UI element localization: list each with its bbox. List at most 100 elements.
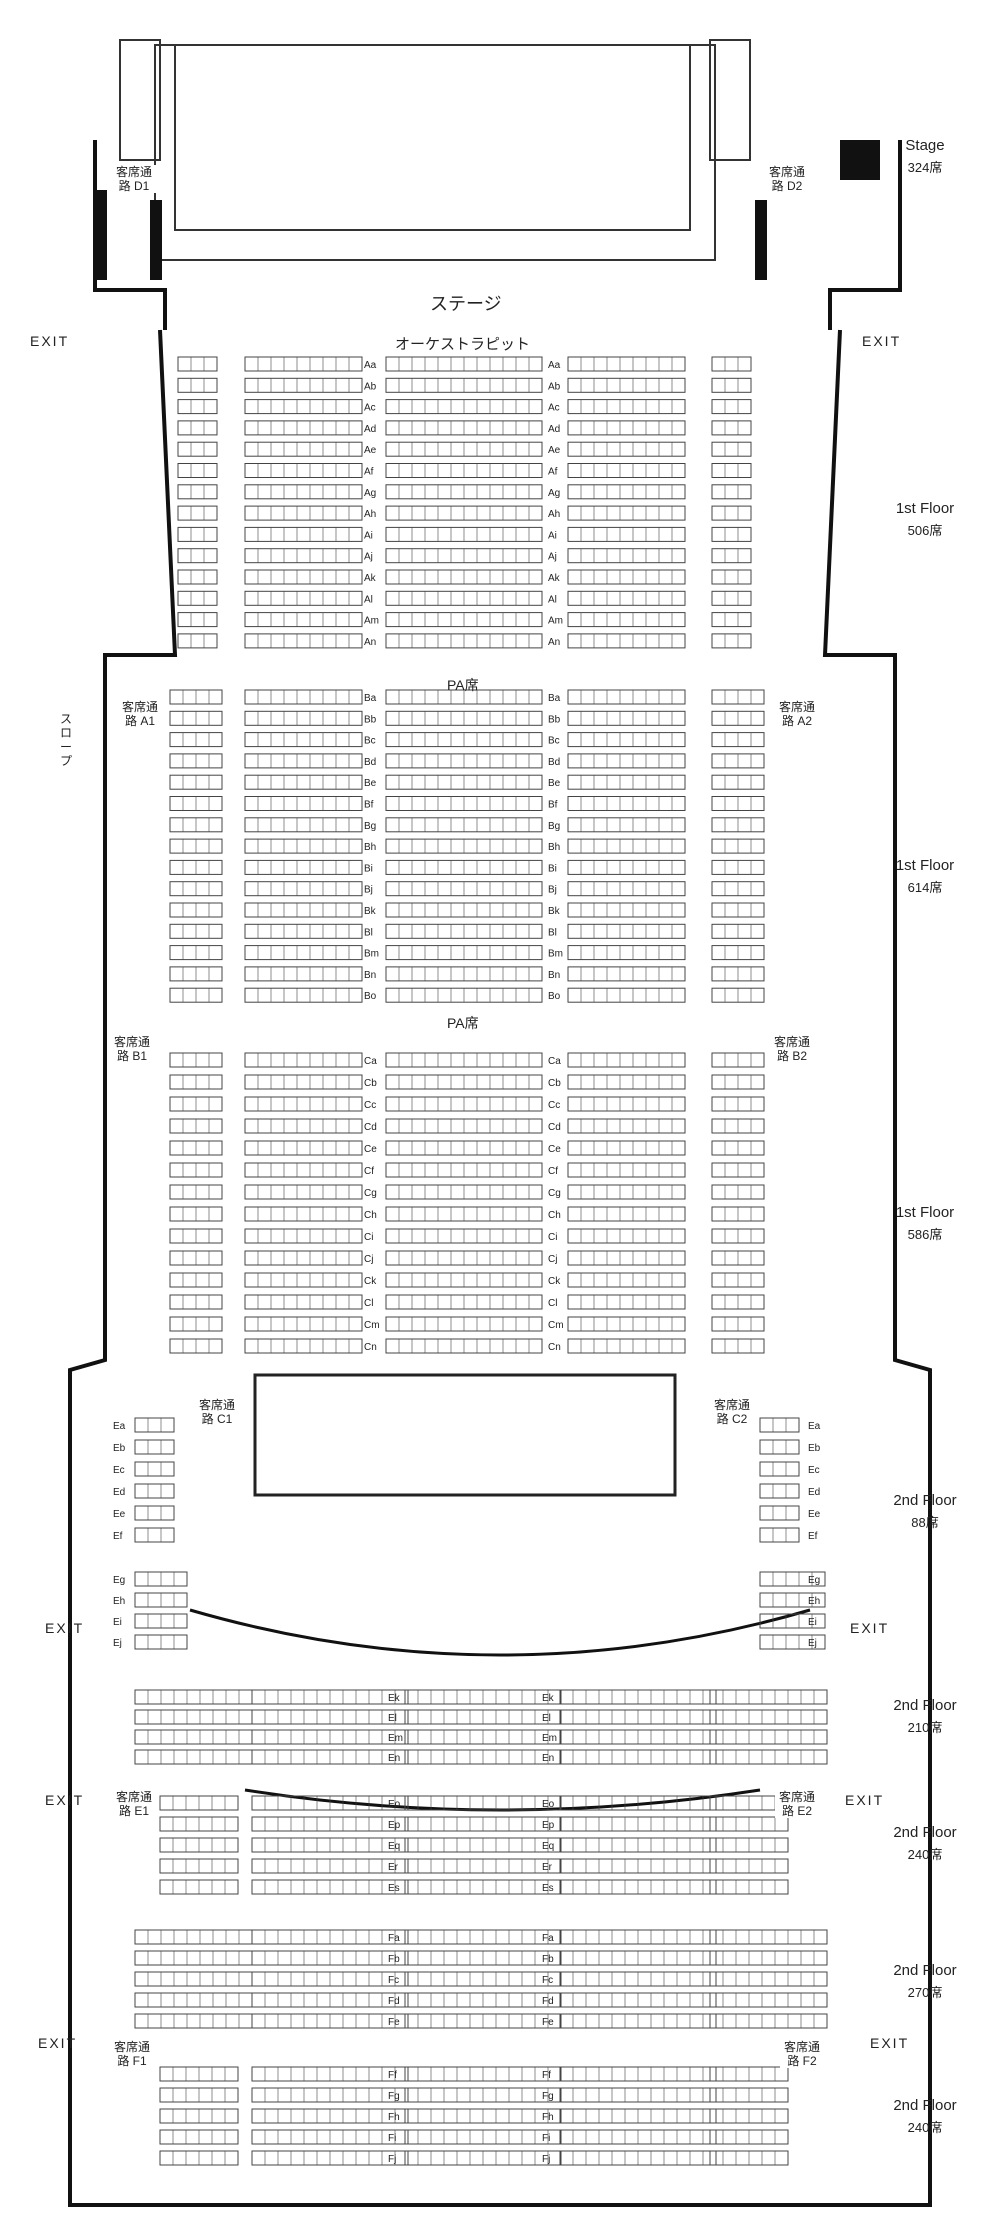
seat-block	[567, 463, 686, 478]
seat-block	[567, 420, 686, 436]
row-label: Ep	[388, 1820, 401, 1831]
row-label: Eq	[388, 1841, 400, 1852]
seat-block	[177, 505, 218, 521]
section-floor: Stage	[905, 137, 945, 154]
exit-sign-right-1: EXIT	[862, 333, 902, 349]
orchestra-pit-label: オーケストラピット	[395, 336, 531, 353]
row-label: Fi	[542, 2133, 550, 2144]
exit-sign-left-1: EXIT	[30, 333, 70, 349]
seat-block	[567, 1294, 686, 1310]
seat-block	[567, 612, 686, 628]
row-label: Cg	[548, 1188, 561, 1199]
row-label: Ce	[548, 1144, 561, 1155]
seat-block	[177, 377, 218, 393]
row-label: Al	[364, 594, 373, 605]
row-label: Bo	[548, 991, 561, 1002]
seat-block	[244, 1316, 363, 1332]
seat-block	[244, 548, 363, 564]
seat-block	[244, 463, 363, 478]
row-label: Ff	[388, 2070, 397, 2081]
row-label: Am	[364, 616, 379, 627]
row-label: Ea	[808, 1421, 821, 1432]
aisle-e1: 客席通路 E1	[112, 1790, 156, 1818]
row-label: Ci	[364, 1232, 373, 1243]
seat-block	[711, 590, 752, 606]
row-label: Eq	[542, 1841, 554, 1852]
row-label: Bk	[548, 906, 561, 917]
row-label: Bj	[364, 885, 373, 896]
exit-sign-left-3: EXIT	[45, 1792, 85, 1808]
section-floor: 2nd Floor	[893, 1492, 957, 1509]
row-label: Ac	[364, 403, 376, 414]
seat-block	[244, 1294, 363, 1310]
section-count: 506席	[907, 523, 943, 538]
row-label: Ca	[548, 1056, 561, 1067]
row-label: Fj	[388, 2154, 396, 2165]
seat-block	[244, 590, 363, 606]
row-label: Ep	[542, 1820, 555, 1831]
row-label: Ee	[808, 1509, 821, 1520]
seat-block	[567, 817, 686, 833]
seat-block	[567, 633, 686, 649]
seat-block	[567, 1140, 686, 1156]
row-label: Ab	[548, 381, 561, 392]
row-label: Er	[542, 1862, 553, 1873]
row-label: Ab	[364, 381, 377, 392]
seat-block	[177, 356, 218, 372]
aisle-e2: 客席通路 E2	[775, 1790, 819, 1818]
row-label: Ch	[548, 1210, 561, 1221]
row-label: En	[542, 1753, 554, 1764]
row-label: Ad	[548, 424, 560, 435]
row-label: Ck	[548, 1276, 561, 1287]
seat-block	[711, 484, 752, 500]
row-label: Ej	[113, 1638, 122, 1649]
seat-block	[134, 1461, 175, 1477]
section-floor: 2nd Floor	[893, 1824, 957, 1841]
seat-block	[244, 569, 363, 585]
stair-blocks	[95, 140, 880, 280]
seat-block	[244, 987, 363, 1003]
row-label: Be	[364, 778, 377, 789]
row-label: Cc	[548, 1100, 560, 1111]
seat-block	[244, 1184, 363, 1200]
seat-block	[244, 966, 363, 982]
aisle-c2: 客席通路 C2	[710, 1398, 754, 1426]
aisle-f1: 客席通路 F1	[110, 2040, 154, 2068]
seat-block	[711, 548, 752, 564]
seat-block	[567, 1206, 686, 1222]
row-label: Ad	[364, 424, 376, 435]
seat-block	[567, 838, 686, 854]
seat-block	[567, 710, 686, 726]
seat-block	[709, 1749, 828, 1765]
seat-block	[759, 1461, 800, 1477]
seat-block	[567, 377, 686, 393]
seat-block	[177, 484, 218, 500]
seat-block	[759, 1634, 826, 1650]
seat-block	[567, 484, 686, 500]
seat-block	[709, 1971, 828, 1987]
row-label: Eh	[808, 1596, 820, 1607]
seat-block	[244, 1162, 363, 1178]
seat-block	[567, 399, 686, 415]
seat-block	[567, 569, 686, 585]
seat-block	[244, 689, 363, 705]
exit-sign-left-2: EXIT	[45, 1620, 85, 1636]
seat-block	[567, 966, 686, 982]
seat-block	[244, 441, 363, 457]
